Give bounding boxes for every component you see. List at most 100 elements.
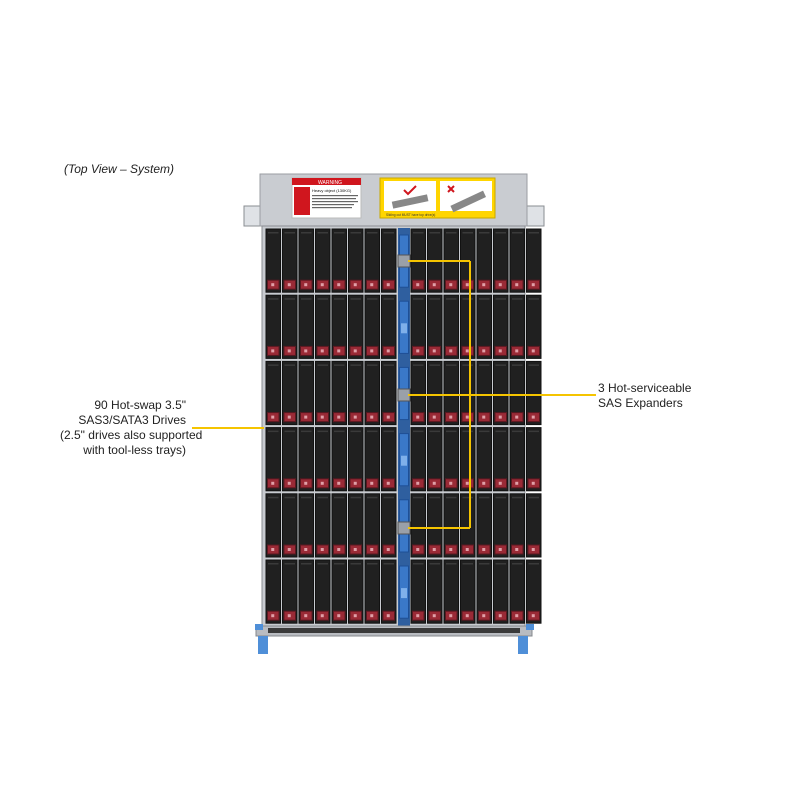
drive-bay[interactable] xyxy=(331,228,347,293)
drive-bay[interactable] xyxy=(509,360,525,426)
drive-bay[interactable] xyxy=(509,228,525,293)
drive-bay[interactable] xyxy=(348,493,364,558)
drive-bay[interactable] xyxy=(427,360,443,426)
drive-bay[interactable] xyxy=(526,559,542,624)
drive-bay[interactable] xyxy=(315,427,331,492)
drive-bay[interactable] xyxy=(476,294,492,359)
drive-bay[interactable] xyxy=(476,228,492,293)
drive-bay[interactable] xyxy=(443,559,459,624)
drive-bay[interactable] xyxy=(315,228,331,293)
drive-bay[interactable] xyxy=(348,228,364,293)
drive-bay[interactable] xyxy=(493,360,509,426)
drive-bay[interactable] xyxy=(509,493,525,558)
drive-bay[interactable] xyxy=(282,294,298,359)
drive-bay-highlight xyxy=(429,298,440,300)
drive-bay[interactable] xyxy=(331,559,347,624)
drive-bay[interactable] xyxy=(265,228,281,293)
drive-bay[interactable] xyxy=(331,427,347,492)
drive-bay[interactable] xyxy=(427,559,443,624)
drive-bay[interactable] xyxy=(298,427,314,492)
drive-bay[interactable] xyxy=(381,559,397,624)
drive-bay[interactable] xyxy=(460,427,476,492)
drive-bay[interactable] xyxy=(410,559,426,624)
drive-bay[interactable] xyxy=(476,493,492,558)
drive-bay[interactable] xyxy=(509,559,525,624)
expander-handle[interactable] xyxy=(401,455,407,466)
drive-bay[interactable] xyxy=(282,228,298,293)
drive-bay[interactable] xyxy=(410,493,426,558)
drive-bay[interactable] xyxy=(410,294,426,359)
drive-bay[interactable] xyxy=(364,360,380,426)
drive-bay[interactable] xyxy=(381,228,397,293)
drive-bay[interactable] xyxy=(265,427,281,492)
drive-led xyxy=(386,548,390,551)
drive-bay[interactable] xyxy=(331,493,347,558)
drive-bay[interactable] xyxy=(509,427,525,492)
expander-handle[interactable] xyxy=(401,323,407,334)
drive-bay[interactable] xyxy=(476,360,492,426)
drive-bay[interactable] xyxy=(298,493,314,558)
drive-bay[interactable] xyxy=(265,360,281,426)
drive-bay[interactable] xyxy=(526,493,542,558)
drive-bay[interactable] xyxy=(381,427,397,492)
drive-bay[interactable] xyxy=(364,427,380,492)
drive-bay[interactable] xyxy=(476,427,492,492)
drive-bay[interactable] xyxy=(265,294,281,359)
drive-bay[interactable] xyxy=(443,294,459,359)
drive-bay[interactable] xyxy=(315,493,331,558)
drive-bay[interactable] xyxy=(298,360,314,426)
drive-bay[interactable] xyxy=(315,559,331,624)
drive-bay[interactable] xyxy=(443,493,459,558)
drive-bay-highlight xyxy=(528,496,539,499)
drive-bay[interactable] xyxy=(331,294,347,359)
drive-bay[interactable] xyxy=(526,228,542,293)
drive-bay[interactable] xyxy=(364,294,380,359)
drive-bay[interactable] xyxy=(410,360,426,426)
drive-bay[interactable] xyxy=(282,559,298,624)
drive-bay[interactable] xyxy=(315,360,331,426)
drive-bay[interactable] xyxy=(427,493,443,558)
drive-bay[interactable] xyxy=(364,228,380,293)
drive-bay[interactable] xyxy=(298,228,314,293)
drive-bay-highlight xyxy=(495,563,506,565)
drive-bay[interactable] xyxy=(381,360,397,426)
drive-bay[interactable] xyxy=(493,427,509,492)
drive-bay[interactable] xyxy=(493,559,509,624)
expander-handle[interactable] xyxy=(401,588,407,599)
drive-bay[interactable] xyxy=(427,294,443,359)
drive-bay[interactable] xyxy=(509,294,525,359)
drive-bay[interactable] xyxy=(364,493,380,558)
drive-bay[interactable] xyxy=(381,493,397,558)
drive-bay[interactable] xyxy=(460,294,476,359)
drive-bay[interactable] xyxy=(443,360,459,426)
drive-bay[interactable] xyxy=(348,559,364,624)
drive-bay[interactable] xyxy=(315,294,331,359)
drive-bay[interactable] xyxy=(282,427,298,492)
drive-bay[interactable] xyxy=(364,559,380,624)
drive-bay[interactable] xyxy=(526,427,542,492)
drive-bay[interactable] xyxy=(348,427,364,492)
drive-bay[interactable] xyxy=(460,360,476,426)
drive-bay[interactable] xyxy=(460,493,476,558)
drive-bay[interactable] xyxy=(331,360,347,426)
drive-bay[interactable] xyxy=(493,294,509,359)
drive-bay[interactable] xyxy=(298,294,314,359)
drive-bay[interactable] xyxy=(410,427,426,492)
drive-bay[interactable] xyxy=(265,493,281,558)
drive-bay-highlight xyxy=(429,563,440,565)
drive-bay[interactable] xyxy=(493,228,509,293)
drive-bay[interactable] xyxy=(427,427,443,492)
drive-bay[interactable] xyxy=(526,294,542,359)
drive-bay[interactable] xyxy=(476,559,492,624)
drive-bay[interactable] xyxy=(282,493,298,558)
drive-bay[interactable] xyxy=(460,559,476,624)
drive-bay[interactable] xyxy=(443,427,459,492)
drive-bay[interactable] xyxy=(348,294,364,359)
drive-bay[interactable] xyxy=(282,360,298,426)
drive-bay[interactable] xyxy=(493,493,509,558)
drive-bay[interactable] xyxy=(381,294,397,359)
drive-bay[interactable] xyxy=(265,559,281,624)
drive-bay[interactable] xyxy=(348,360,364,426)
drive-bay[interactable] xyxy=(526,360,542,426)
drive-bay[interactable] xyxy=(298,559,314,624)
